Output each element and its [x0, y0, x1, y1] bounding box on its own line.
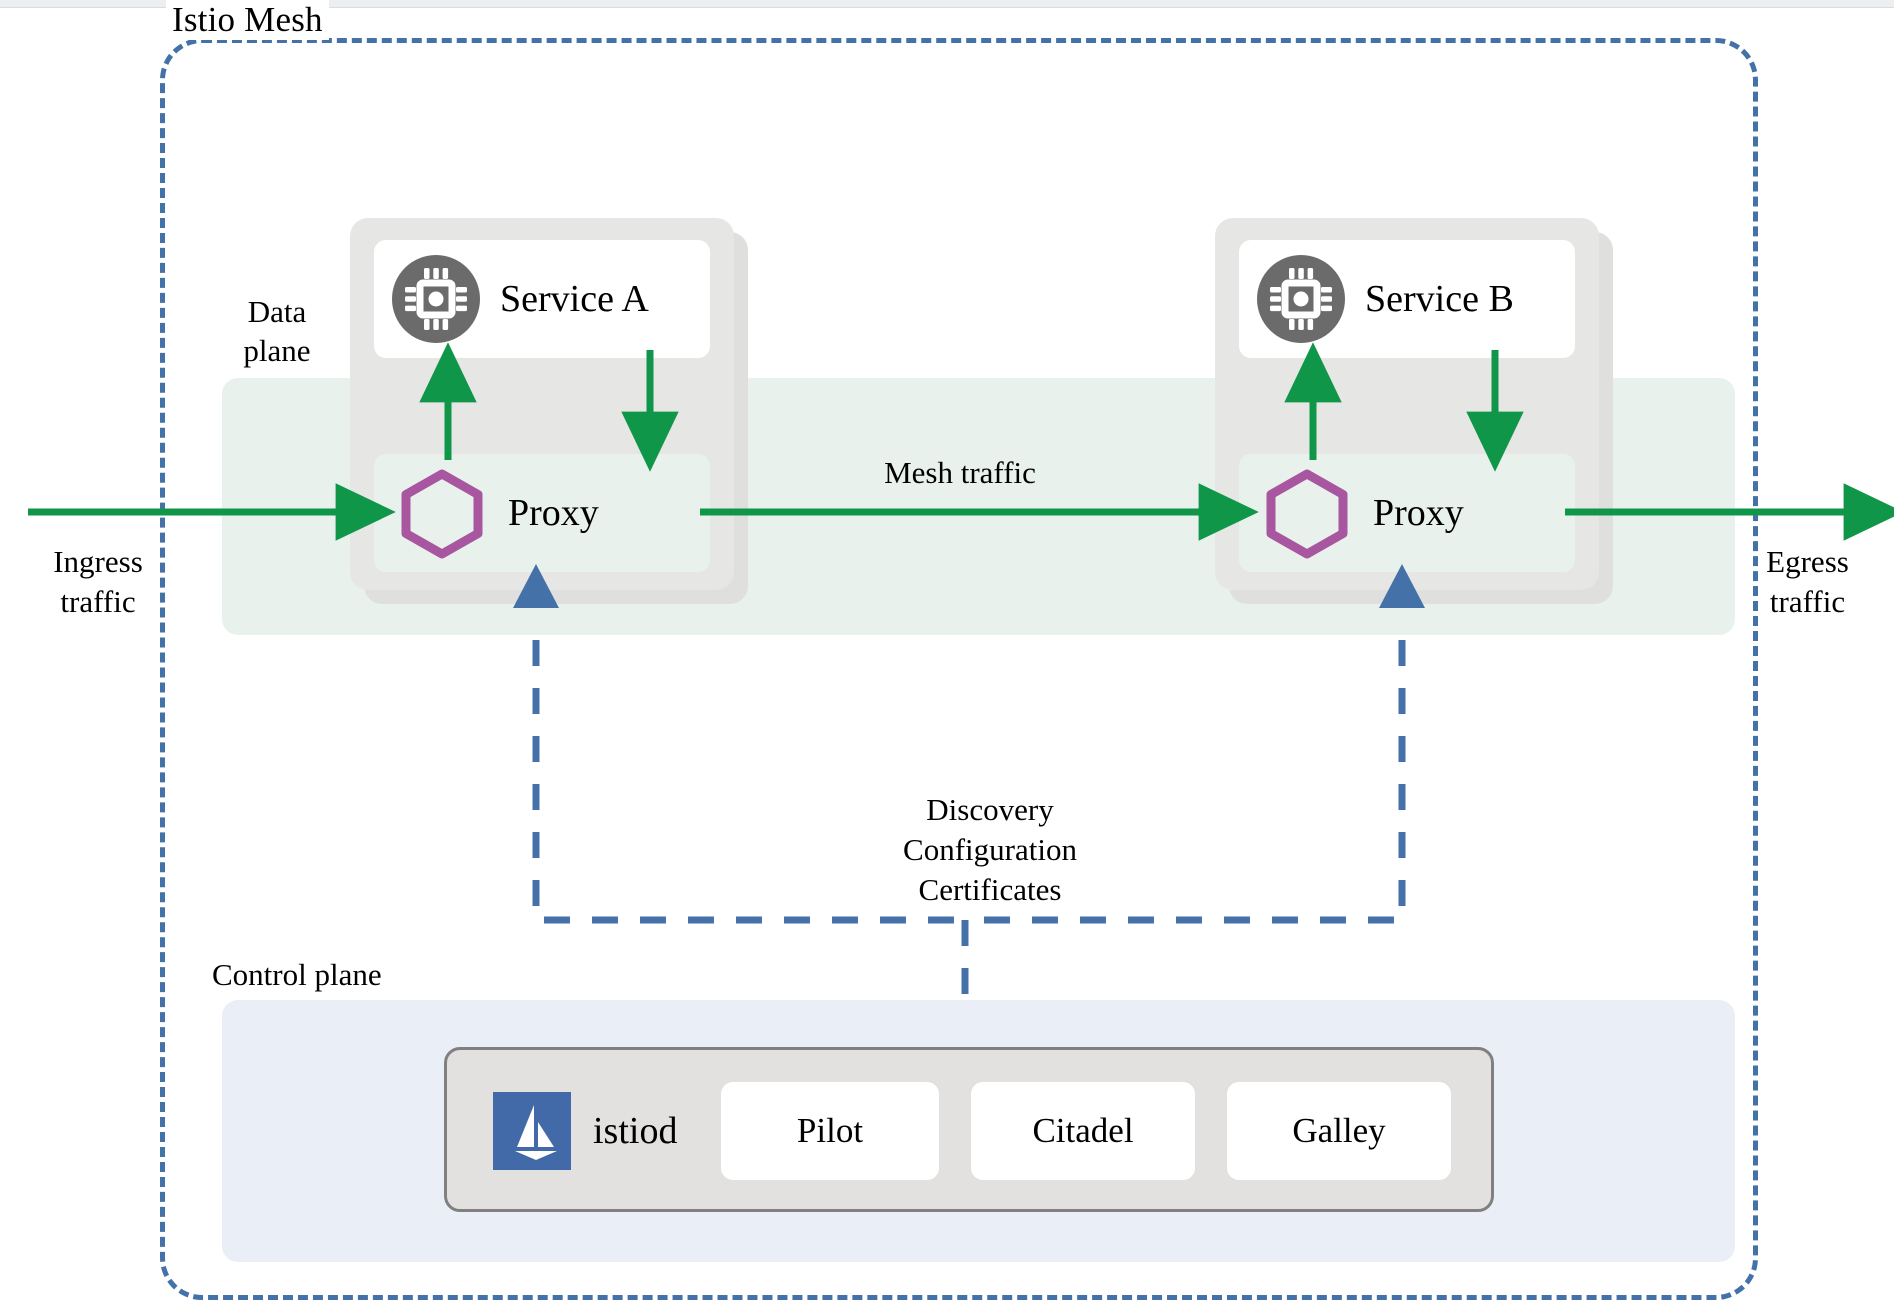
egress-traffic-line1: Egress	[1766, 544, 1849, 579]
data-plane-label-line2: plane	[243, 333, 311, 368]
ingress-traffic-label: Ingress traffic	[8, 542, 188, 622]
control-plane-component-galley[interactable]: Galley	[1227, 1082, 1451, 1180]
proxy-a-label: Proxy	[508, 492, 599, 534]
discovery-line2: Configuration	[903, 832, 1077, 867]
egress-traffic-line2: traffic	[1769, 584, 1846, 619]
control-plane-component-pilot[interactable]: Pilot	[721, 1082, 939, 1180]
istiod-container: istiod Pilot Citadel Galley	[444, 1047, 1494, 1212]
ingress-traffic-line2: traffic	[60, 584, 136, 619]
mesh-title: Istio Mesh	[166, 0, 329, 40]
service-a-label: Service A	[500, 278, 649, 320]
window-top-chrome-strip	[0, 0, 1894, 8]
istiod-label: istiod	[593, 1110, 678, 1152]
proxy-a-box[interactable]: Proxy	[374, 454, 710, 572]
service-a-box[interactable]: Service A	[374, 240, 710, 358]
data-plane-label-line1: Data	[247, 294, 307, 329]
proxy-b-box[interactable]: Proxy	[1239, 454, 1575, 572]
hexagon-icon	[1266, 469, 1348, 559]
mesh-traffic-label: Mesh traffic	[884, 455, 1036, 490]
cpu-chip-icon	[1257, 255, 1345, 343]
service-b-box[interactable]: Service B	[1239, 240, 1575, 358]
cpu-chip-icon	[392, 255, 480, 343]
discovery-config-certificates-label: Discovery Configuration Certificates	[790, 790, 1190, 910]
istio-mesh-boundary	[160, 38, 1758, 1300]
hexagon-icon	[401, 469, 483, 559]
ingress-traffic-line1: Ingress	[53, 544, 143, 579]
control-plane-label: Control plane	[212, 957, 382, 992]
discovery-line1: Discovery	[926, 792, 1054, 827]
proxy-b-label: Proxy	[1373, 492, 1464, 534]
egress-traffic-label: Egress traffic	[1720, 542, 1894, 622]
discovery-line3: Certificates	[918, 872, 1062, 907]
service-b-label: Service B	[1365, 278, 1514, 320]
control-plane-component-citadel[interactable]: Citadel	[971, 1082, 1195, 1180]
istiod-block[interactable]: istiod	[493, 1082, 677, 1180]
istio-sail-logo-icon	[493, 1092, 571, 1170]
data-plane-label: Data plane	[212, 292, 342, 370]
